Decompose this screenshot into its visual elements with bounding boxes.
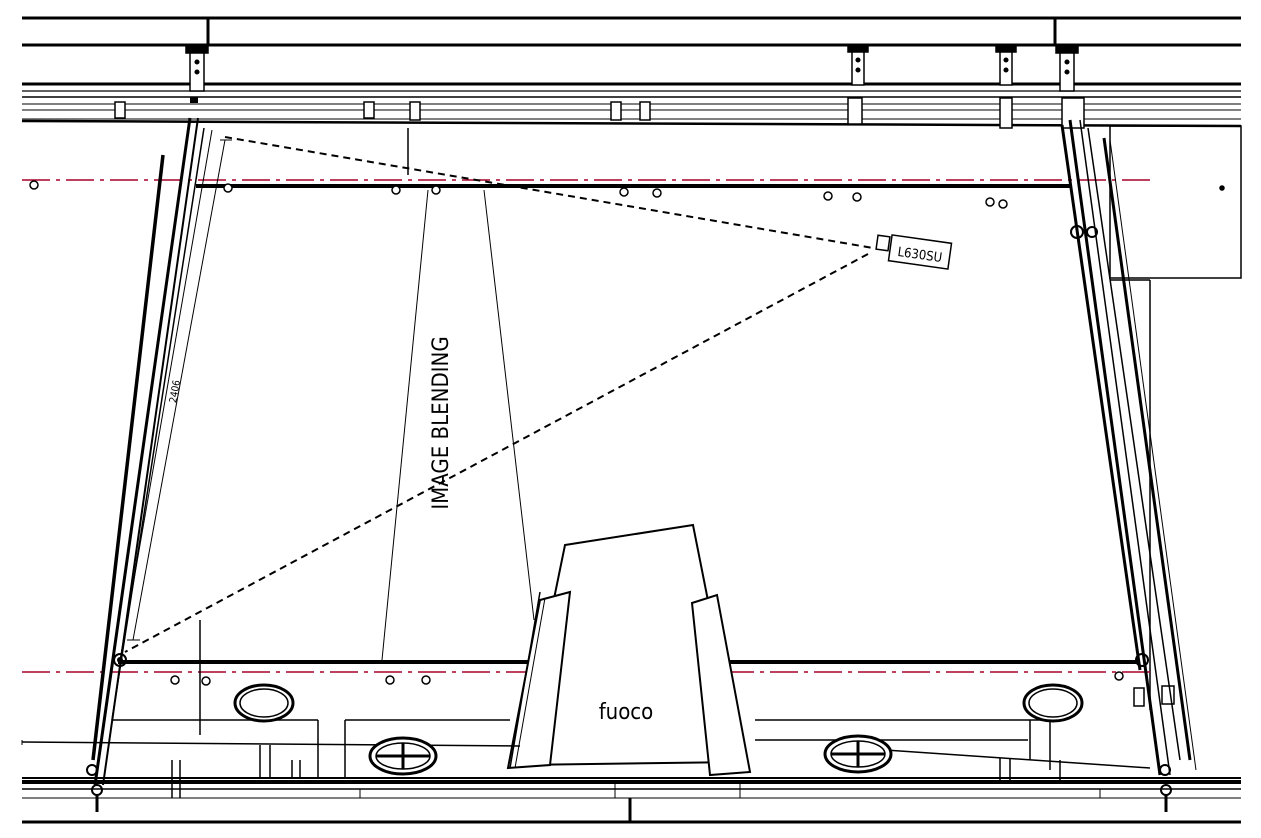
image-blending-label: IMAGE BLENDING — [429, 336, 454, 509]
bottom-truss — [22, 758, 1241, 824]
frame-screws — [29, 180, 1124, 686]
oval-openings — [233, 683, 1084, 723]
rail-fixtures — [114, 97, 1085, 129]
left-frame — [86, 97, 213, 812]
lower-base — [21, 719, 1151, 778]
projector-model-label: L630SU — [897, 245, 943, 266]
top-truss — [21, 16, 1242, 128]
projection-lines — [124, 128, 874, 735]
right-side-box — [1109, 125, 1242, 710]
rail-hangers — [185, 44, 1079, 92]
right-frame — [1060, 119, 1197, 812]
projector-unit: L630SU — [875, 234, 953, 270]
fireplace-structure — [506, 523, 752, 777]
dimension-2406 — [127, 139, 232, 641]
fuoco-label: fuoco — [599, 700, 654, 725]
dimension-label: 2406 — [168, 379, 183, 404]
vent-grilles — [368, 734, 893, 776]
